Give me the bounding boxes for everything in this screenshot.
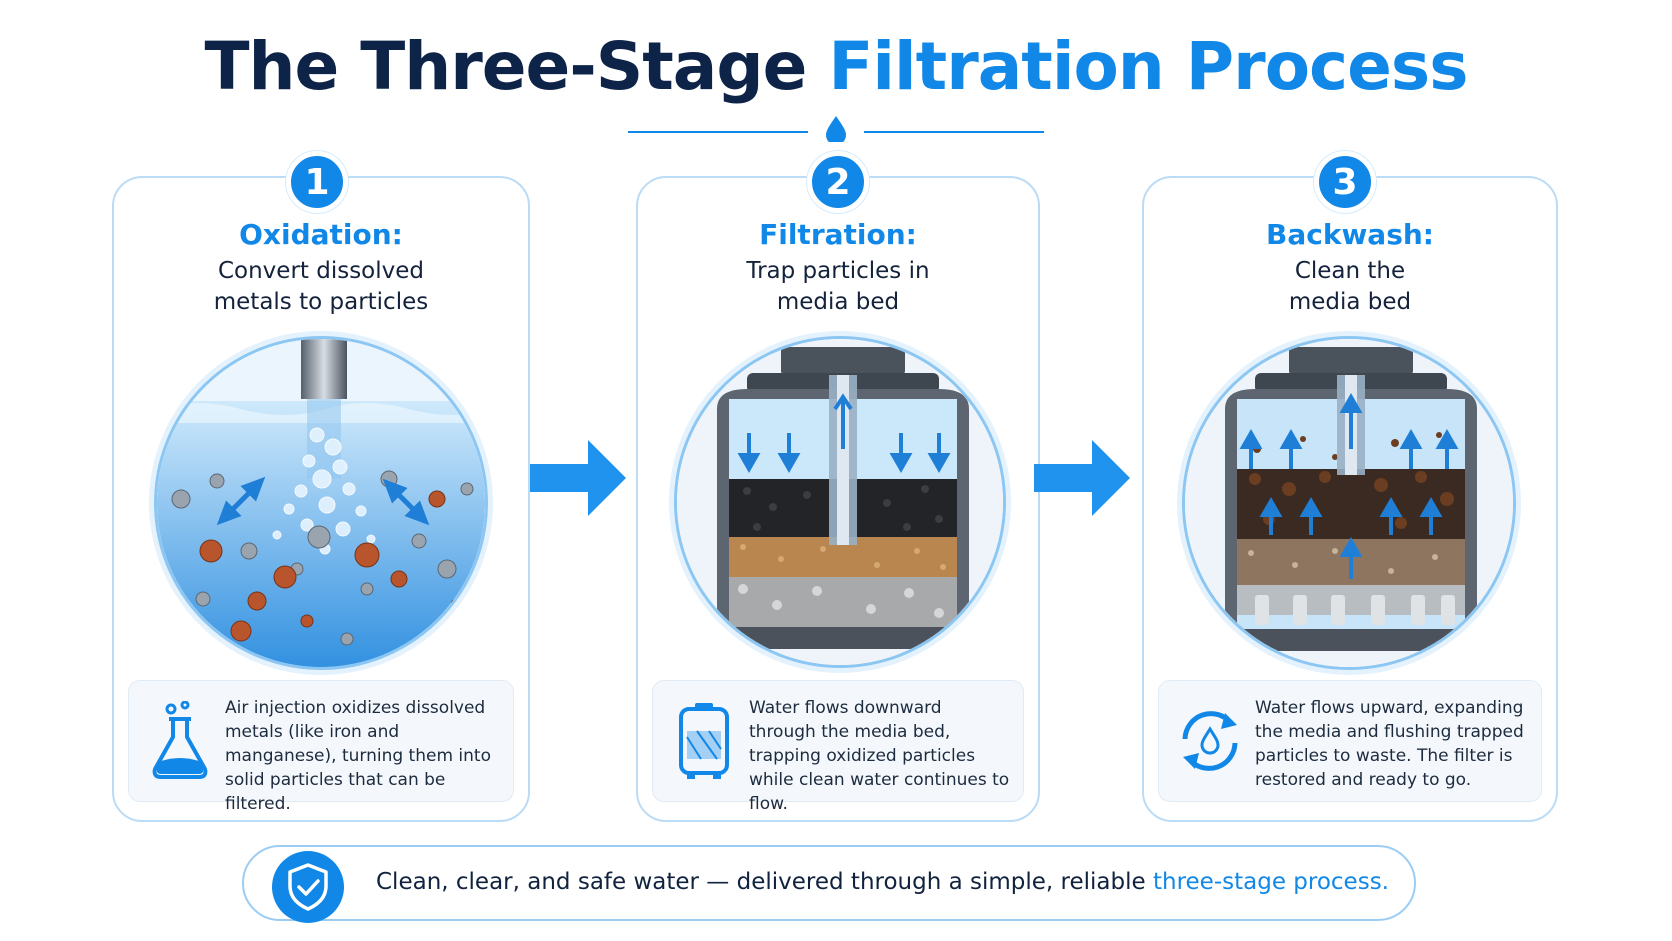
footer-banner: Clean, clear, and safe water — delivered… (242, 845, 1416, 923)
title-part-1: The Three-Stage (204, 28, 807, 105)
flask-icon (152, 701, 208, 779)
footer-text: Clean, clear, and safe water — delivered… (376, 869, 1389, 895)
title-part-2: Filtration Process (828, 28, 1468, 105)
stage-card-oxidation: Oxidation: Convert dissolved metals to p… (112, 176, 530, 822)
water-drop-icon (826, 116, 846, 142)
filtration-illustration (674, 336, 1006, 668)
stage-description: Water flows upward, expanding the media … (1158, 680, 1542, 802)
arrow-right-icon (1034, 440, 1130, 516)
shield-check-icon (272, 851, 344, 923)
stage-description: Air injection oxidizes dissolved metals … (128, 680, 514, 814)
stage-description-text: Water flows upward, expanding the media … (1255, 698, 1524, 790)
arrow-right-icon (530, 440, 626, 516)
page-title: The Three-Stage Filtration Process (0, 24, 1672, 110)
stage-description-text: Water flows downward through the media b… (749, 698, 1010, 814)
stage-subtitle: Convert dissolved metals to particles (213, 258, 429, 315)
backwash-illustration (1182, 336, 1516, 670)
stage-title: Oxidation: (239, 218, 403, 251)
stage-title: Backwash: (1265, 218, 1434, 251)
stage-number-badge: 3 (1314, 151, 1376, 213)
stage-subtitle: Clean the media bed (1288, 258, 1412, 315)
title-divider (628, 116, 1044, 142)
stage-number-badge: 2 (807, 151, 869, 213)
footer-highlight: three-stage process. (1152, 869, 1389, 895)
stage-title: Filtration: (759, 218, 917, 251)
stage-card-backwash: Backwash: Clean the media bed (1142, 176, 1558, 822)
oxidation-illustration (154, 336, 488, 670)
recycle-water-icon (1182, 711, 1238, 771)
stage-number-badge: 1 (286, 151, 348, 213)
filter-tank-icon (679, 703, 729, 779)
stage-card-filtration: Filtration: Trap particles in media bed (636, 176, 1040, 822)
stage-description: Water flows downward through the media b… (652, 680, 1024, 814)
stage-subtitle: Trap particles in media bed (746, 258, 930, 315)
stage-description-text: Air injection oxidizes dissolved metals … (225, 698, 491, 814)
